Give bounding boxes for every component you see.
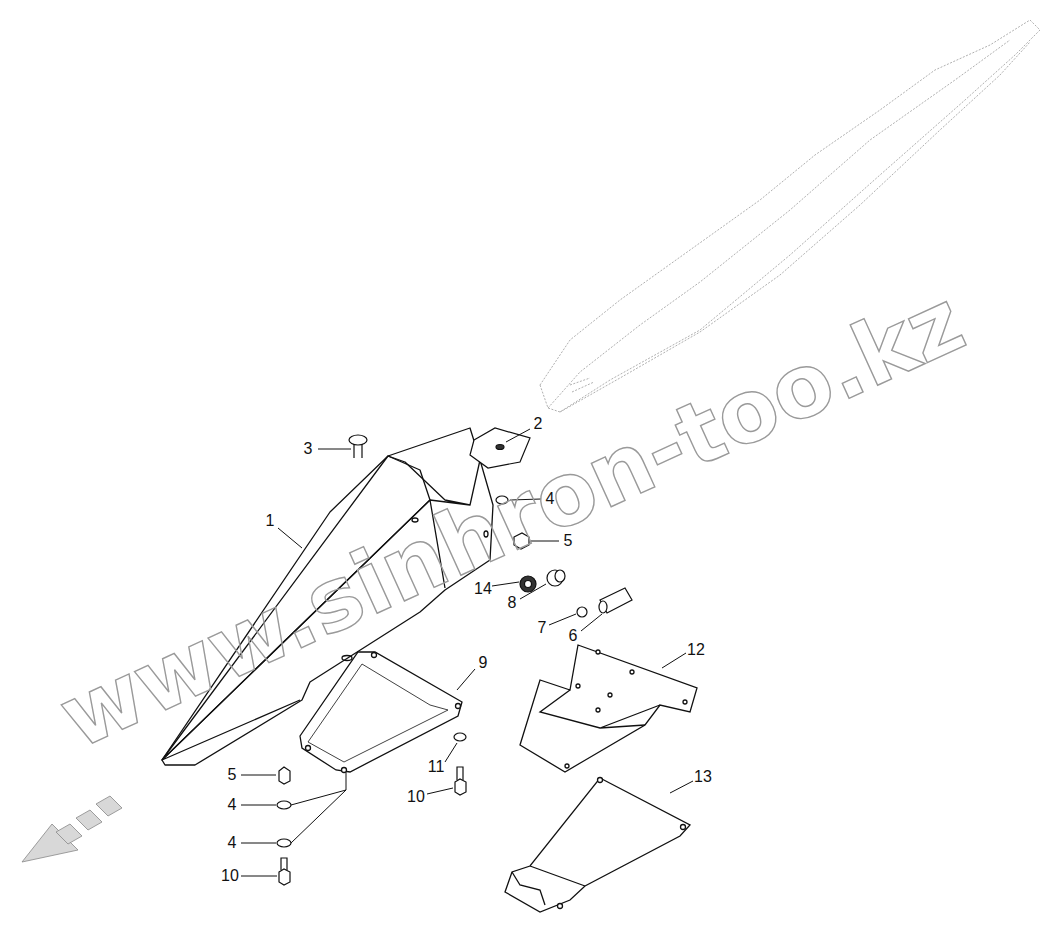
line-art	[427, 788, 453, 794]
callout-number: 4	[228, 835, 237, 851]
line-art	[520, 576, 536, 592]
line-art	[241, 805, 276, 806]
line-art	[581, 614, 602, 631]
line-art	[683, 700, 687, 704]
line-art	[558, 904, 563, 909]
line-art	[445, 743, 457, 762]
line-art	[596, 650, 600, 654]
line-art	[662, 653, 686, 668]
bracket-12	[520, 645, 697, 772]
line-art	[455, 779, 466, 795]
line-art	[599, 601, 607, 613]
line-art	[279, 767, 290, 784]
line-art	[342, 768, 347, 773]
line-art	[598, 778, 603, 783]
line-art	[457, 669, 475, 690]
line-art	[291, 772, 346, 843]
callout-number: 13	[694, 769, 712, 785]
line-art	[308, 664, 448, 762]
line-art	[506, 429, 530, 442]
line-art	[470, 428, 530, 468]
line-art	[555, 570, 565, 582]
line-art	[342, 656, 352, 661]
line-art	[565, 764, 569, 768]
line-art	[456, 704, 461, 709]
line-art	[56, 824, 82, 844]
line-art	[576, 684, 580, 688]
line-art	[349, 435, 367, 445]
line-art	[600, 588, 632, 613]
line-art	[596, 708, 600, 712]
line-art	[505, 778, 690, 912]
line-art	[454, 733, 466, 741]
callout-number: 10	[221, 868, 239, 884]
line-art	[241, 843, 276, 844]
line-art	[520, 645, 697, 772]
line-art	[525, 581, 532, 588]
line-art	[300, 652, 462, 772]
callout-number: 4	[228, 797, 237, 813]
line-art	[96, 796, 122, 816]
callout-number: 7	[538, 620, 547, 636]
line-art	[281, 858, 287, 870]
callout-number: 2	[534, 416, 543, 432]
line-art	[520, 584, 546, 599]
line-art	[372, 653, 377, 658]
line-art	[306, 746, 311, 751]
callout-number: 9	[479, 655, 488, 671]
line-art	[577, 607, 587, 617]
line-art	[278, 528, 302, 548]
callout-number: 12	[687, 642, 705, 658]
guard-13	[505, 778, 690, 913]
line-art	[540, 690, 660, 728]
callout-number: 1	[266, 513, 275, 529]
line-art	[318, 449, 351, 450]
line-art	[670, 781, 693, 793]
callout-number: 10	[407, 789, 425, 805]
line-art	[681, 825, 686, 830]
line-art	[457, 767, 463, 780]
direction-arrow	[22, 796, 122, 862]
line-art	[241, 876, 277, 877]
line-art	[570, 378, 594, 392]
line-art	[76, 810, 102, 830]
callout-number: 5	[228, 767, 237, 783]
callout-number: 6	[569, 628, 578, 644]
bracket-2	[470, 428, 530, 468]
line-art	[549, 614, 576, 625]
watermark: www.sinhron-too.kz	[48, 277, 976, 763]
line-art	[277, 839, 291, 847]
plate-9	[300, 652, 462, 773]
line-art	[492, 582, 519, 586]
line-art	[279, 869, 290, 885]
line-art	[241, 775, 276, 776]
line-art	[608, 693, 612, 697]
line-art	[496, 445, 504, 450]
callout-number: 3	[304, 441, 313, 457]
line-art	[512, 866, 585, 905]
callout-number: 8	[508, 595, 517, 611]
callout-number: 11	[428, 759, 445, 775]
line-art	[630, 670, 634, 674]
line-art	[354, 444, 362, 458]
line-art	[277, 801, 291, 809]
